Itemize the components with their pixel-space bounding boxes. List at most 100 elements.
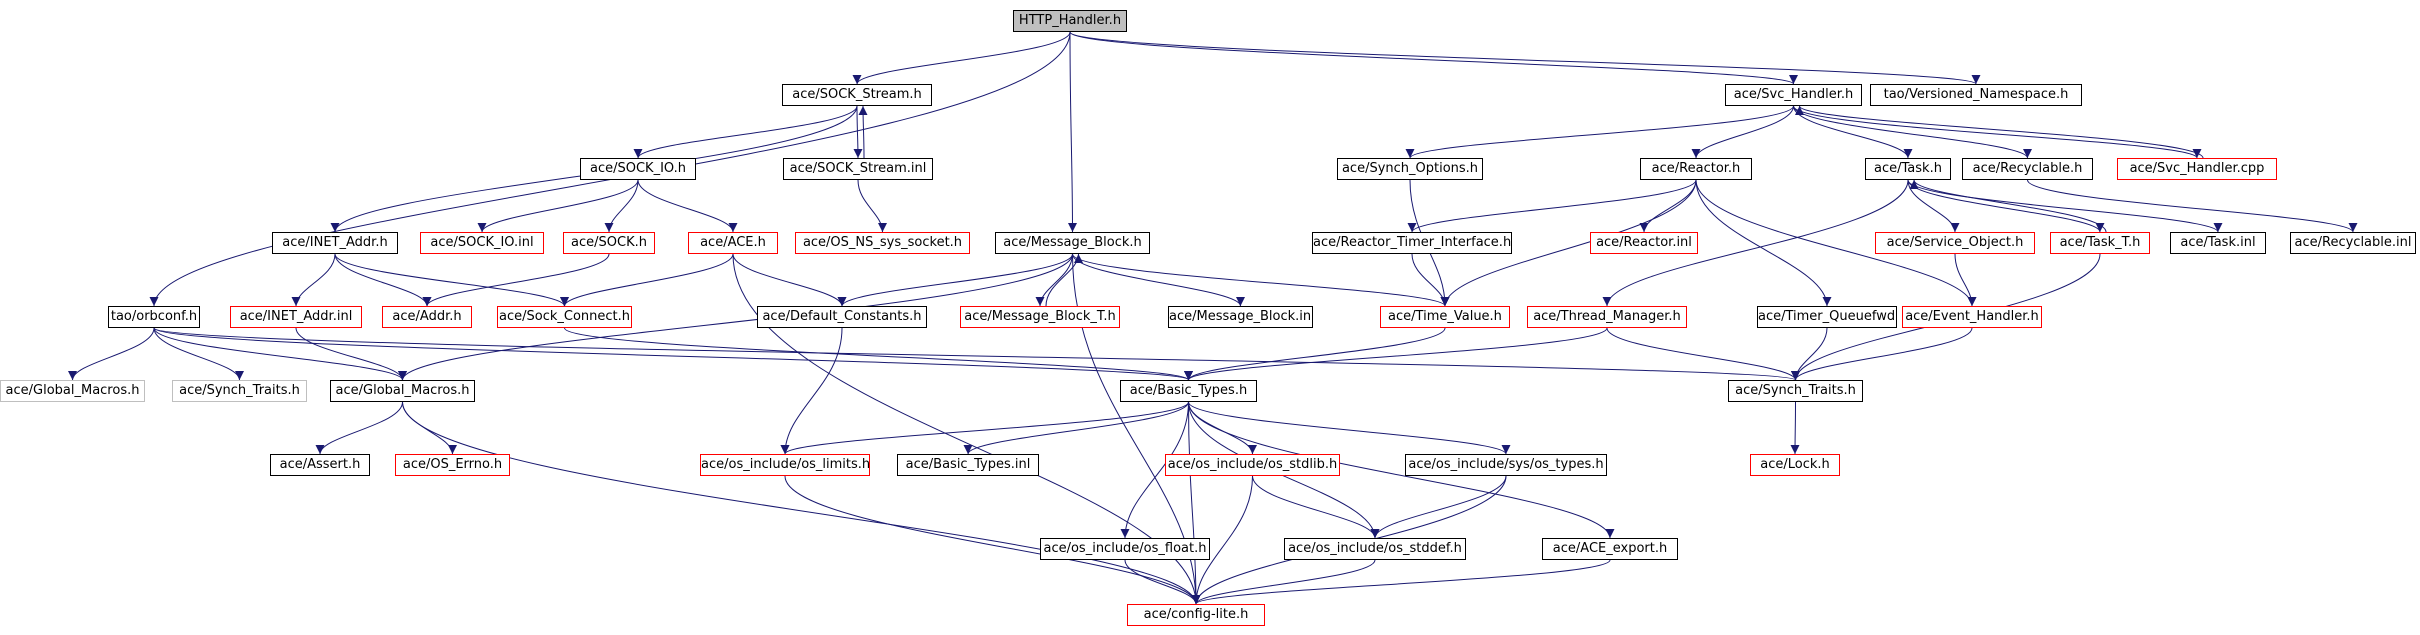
edge-message-block-t-to-message-block <box>1045 253 1083 307</box>
edge-basic-types-to-os-float <box>1120 401 1189 539</box>
node-os-limits[interactable]: ace/os_include/os_limits.h <box>700 454 870 476</box>
node-recyclable[interactable]: ace/Recyclable.h <box>1962 158 2093 180</box>
node-os-sys-types[interactable]: ace/os_include/sys/os_types.h <box>1405 454 1607 476</box>
edge-svc-handler-to-synch-options <box>1405 105 1794 159</box>
edge-synch-traits-to-lock <box>1790 401 1800 455</box>
node-time-value[interactable]: ace/Time_Value.h <box>1380 306 1510 328</box>
node-versioned-ns[interactable]: tao/Versioned_Namespace.h <box>1870 84 2082 106</box>
edge-orbconf-to-synch-traits-gray <box>153 327 244 381</box>
edge-svc-handler-to-reactor <box>1691 105 1794 159</box>
edge-reactor-to-time-value <box>1440 179 1697 307</box>
node-timer-queuefwd[interactable]: ace/Timer_Queuefwd.h <box>1757 306 1897 328</box>
node-os-ns-sys-socket[interactable]: ace/OS_NS_sys_socket.h <box>795 232 970 254</box>
node-reactor[interactable]: ace/Reactor.h <box>1640 158 1752 180</box>
edge-http-handler-to-versioned-ns <box>1069 31 1981 85</box>
node-ace-export[interactable]: ace/ACE_export.h <box>1542 538 1678 560</box>
edge-inet-addr-to-inet-addr-inl <box>291 253 336 307</box>
node-sock-connect[interactable]: ace/Sock_Connect.h <box>497 306 632 328</box>
node-reactor-timer-if[interactable]: ace/Reactor_Timer_Interface.h <box>1312 232 1512 254</box>
node-svc-handler[interactable]: ace/Svc_Handler.h <box>1725 84 1862 106</box>
node-message-block[interactable]: ace/Message_Block.h <box>995 232 1150 254</box>
edge-time-value-to-basic-types <box>1184 327 1446 381</box>
node-inet-addr-inl[interactable]: ace/INET_Addr.inl <box>230 306 362 328</box>
node-thread-manager[interactable]: ace/Thread_Manager.h <box>1527 306 1687 328</box>
edge-sock-io-to-ace-h <box>637 179 738 233</box>
node-sock-stream-inl[interactable]: ace/SOCK_Stream.inl <box>783 158 933 180</box>
edge-basic-types-to-os-stdlib <box>1188 401 1257 455</box>
node-global-macros[interactable]: ace/Global_Macros.h <box>330 380 475 402</box>
edge-global-macros-to-assert <box>315 401 403 455</box>
node-os-float[interactable]: ace/os_include/os_float.h <box>1040 538 1210 560</box>
edge-message-block-to-global-macros <box>398 253 1073 381</box>
edge-svc-handler-cpp-to-svc-handler <box>1795 105 2204 159</box>
edge-os-stdlib-to-os-stddef <box>1252 475 1380 539</box>
node-message-block-t[interactable]: ace/Message_Block_T.h <box>960 306 1120 328</box>
edge-sock-stream-to-sock-stream-inl <box>853 105 863 159</box>
edge-ace-h-to-default-constants <box>732 253 847 307</box>
node-sock-stream[interactable]: ace/SOCK_Stream.h <box>782 84 932 106</box>
node-os-errno[interactable]: ace/OS_Errno.h <box>395 454 510 476</box>
edge-os-stddef-to-config-lite <box>1191 559 1376 605</box>
edge-reactor-to-reactor-timer-if <box>1407 179 1697 233</box>
node-lock[interactable]: ace/Lock.h <box>1750 454 1840 476</box>
edge-basic-types-to-ace-export <box>1188 401 1615 539</box>
edge-reactor-to-event-handler <box>1695 179 1977 307</box>
edge-orbconf-to-global-macros <box>153 327 407 381</box>
node-default-constants[interactable]: ace/Default_Constants.h <box>757 306 927 328</box>
edge-svc-handler-to-svc-handler-cpp <box>1793 105 2202 159</box>
edge-sock-stream-inl-to-sock-stream <box>858 105 868 159</box>
edge-reactor-to-reactor-inl <box>1639 179 1697 233</box>
edge-task-t-to-task <box>1909 179 2107 233</box>
node-http-handler[interactable]: HTTP_Handler.h <box>1013 10 1127 32</box>
edge-sock-stream-inl-to-os-ns-sys-socket <box>857 179 887 233</box>
node-addr[interactable]: ace/Addr.h <box>382 306 472 328</box>
node-assert[interactable]: ace/Assert.h <box>270 454 370 476</box>
node-config-lite[interactable]: ace/config-lite.h <box>1127 604 1265 626</box>
node-ace-h[interactable]: ace/ACE.h <box>688 232 778 254</box>
edge-event-handler-to-synch-traits <box>1791 327 1973 381</box>
edge-os-float-to-config-lite <box>1124 559 1201 605</box>
edge-thread-manager-to-basic-types <box>1184 327 1608 381</box>
edge-svc-handler-to-recyclable <box>1793 105 2032 159</box>
edge-reactor-to-timer-queuefwd <box>1695 179 1832 307</box>
node-orbconf[interactable]: tao/orbconf.h <box>108 306 200 328</box>
node-inet-addr[interactable]: ace/INET_Addr.h <box>272 232 398 254</box>
node-synch-traits-gray[interactable]: ace/Synch_Traits.h <box>172 380 307 402</box>
node-os-stddef[interactable]: ace/os_include/os_stddef.h <box>1284 538 1466 560</box>
edge-timer-queuefwd-to-synch-traits <box>1791 327 1828 381</box>
edge-os-sys-types-to-os-stddef <box>1370 475 1507 539</box>
node-reactor-inl[interactable]: ace/Reactor.inl <box>1590 232 1698 254</box>
node-recyclable-inl[interactable]: ace/Recyclable.inl <box>2290 232 2416 254</box>
node-basic-types[interactable]: ace/Basic_Types.h <box>1120 380 1257 402</box>
edge-basic-types-to-os-sys-types <box>1188 401 1511 455</box>
node-task[interactable]: ace/Task.h <box>1865 158 1951 180</box>
edge-basic-types-to-os-limits <box>780 401 1189 455</box>
node-basic-types-inl[interactable]: ace/Basic_Types.inl <box>897 454 1039 476</box>
node-os-stdlib[interactable]: ace/os_include/os_stdlib.h <box>1165 454 1340 476</box>
node-service-object[interactable]: ace/Service_Object.h <box>1875 232 2035 254</box>
node-synch-traits[interactable]: ace/Synch_Traits.h <box>1728 380 1863 402</box>
node-event-handler[interactable]: ace/Event_Handler.h <box>1902 306 2042 328</box>
node-message-block-inl[interactable]: ace/Message_Block.inl <box>1168 306 1313 328</box>
edge-recyclable-to-recyclable-inl <box>2027 179 2358 233</box>
edge-inet-addr-to-sock-connect <box>334 253 569 307</box>
edge-reactor-timer-if-to-time-value <box>1411 253 1450 307</box>
edge-http-handler-to-sock-stream <box>852 31 1071 85</box>
node-svc-handler-cpp[interactable]: ace/Svc_Handler.cpp <box>2117 158 2277 180</box>
edge-message-block-to-message-block-inl <box>1072 253 1245 307</box>
edge-sock-stream-to-sock-io <box>633 105 858 159</box>
node-sock[interactable]: ace/SOCK.h <box>563 232 655 254</box>
node-sock-io-inl[interactable]: ace/SOCK_IO.inl <box>420 232 544 254</box>
edge-service-object-to-event-handler <box>1954 253 1977 307</box>
node-task-inl[interactable]: ace/Task.inl <box>2170 232 2266 254</box>
edge-basic-types-to-basic-types-inl <box>963 401 1189 455</box>
edge-global-macros-to-os-errno <box>402 401 457 455</box>
node-global-macros-gray[interactable]: ace/Global_Macros.h <box>0 380 145 402</box>
node-sock-io[interactable]: ace/SOCK_IO.h <box>580 158 696 180</box>
edge-task-to-task-inl <box>1907 179 2223 233</box>
edge-message-block-to-message-block-t <box>1035 253 1073 307</box>
node-task-t[interactable]: ace/Task_T.h <box>2050 232 2150 254</box>
node-synch-options[interactable]: ace/Synch_Options.h <box>1337 158 1483 180</box>
edge-task-to-thread-manager <box>1602 179 1909 307</box>
